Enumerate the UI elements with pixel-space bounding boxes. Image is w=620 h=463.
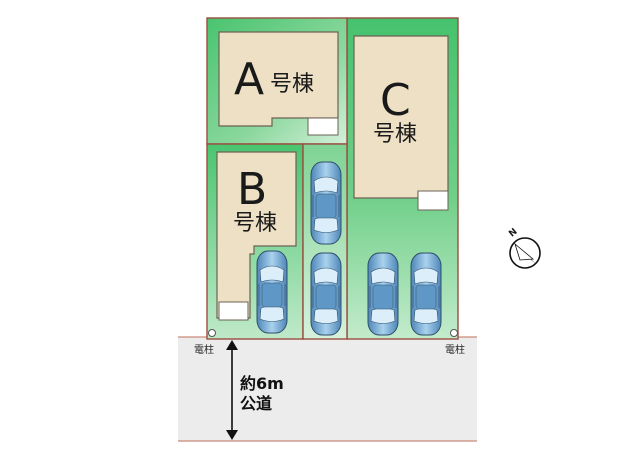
road-width-label: 約6m xyxy=(240,374,284,393)
lot-b-letter: B xyxy=(237,164,268,215)
car-icon xyxy=(367,252,399,336)
utility-pole-label-left: 電柱 xyxy=(194,345,214,356)
public-road xyxy=(178,336,477,442)
dimension-arrow-icon xyxy=(226,340,238,440)
road-type-label: 公道 xyxy=(240,394,273,413)
utility-pole-icon xyxy=(450,329,458,337)
lot-a xyxy=(206,17,348,145)
compass-icon xyxy=(509,237,541,269)
lot-c-letter: C xyxy=(380,75,411,126)
lot-a-letter: A xyxy=(234,54,265,105)
car-icon xyxy=(310,252,342,336)
lot-a-suffix: 号棟 xyxy=(270,72,315,97)
car-icon xyxy=(310,161,342,245)
utility-pole-icon xyxy=(208,329,216,337)
utility-pole-label-right: 電柱 xyxy=(445,345,465,356)
car-icon xyxy=(256,250,288,334)
car-icon xyxy=(410,252,442,336)
lot-c-suffix: 号棟 xyxy=(373,122,418,147)
lot-b-suffix: 号棟 xyxy=(233,211,278,236)
